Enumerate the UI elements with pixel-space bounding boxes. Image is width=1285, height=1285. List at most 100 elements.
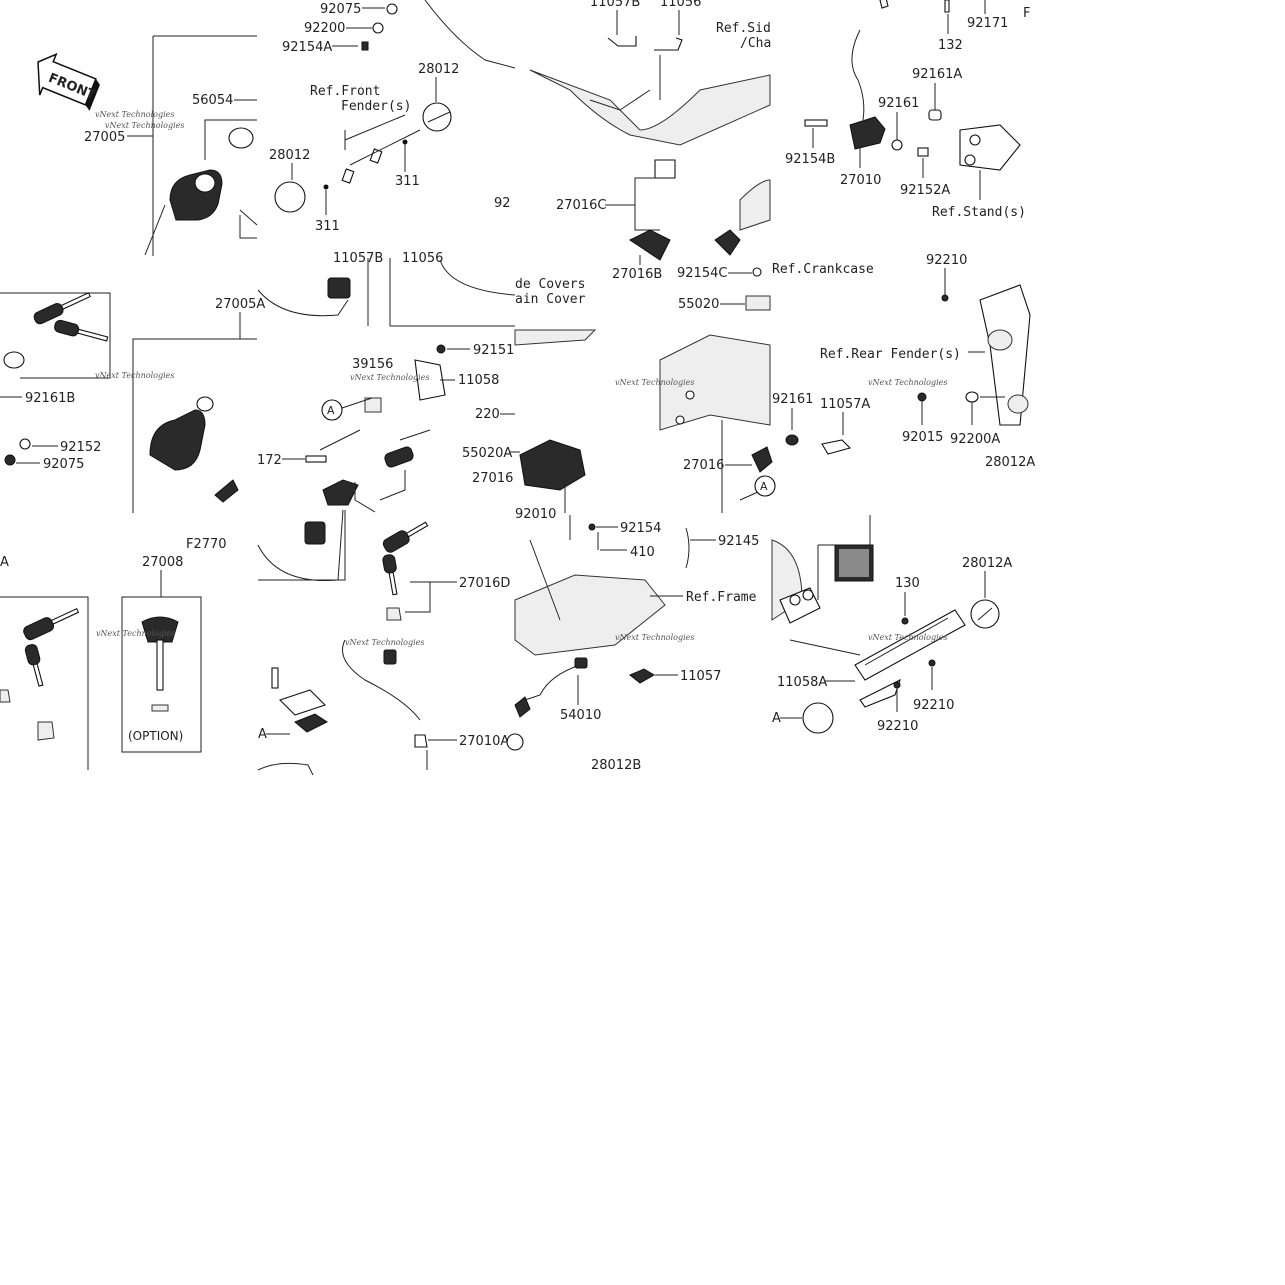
part-label: 28012: [418, 62, 459, 77]
reflector-icon: [422, 102, 452, 132]
watermark: vNext Technologies: [345, 638, 424, 647]
part-label: 92200A: [950, 432, 1000, 447]
side-cover-icon: [529, 69, 771, 146]
part-label: 27010A: [459, 734, 509, 749]
part-label: 28012A: [962, 556, 1012, 571]
part-label: 11057B: [333, 251, 383, 266]
part-label: 55020A: [462, 446, 512, 461]
frame-icon: [514, 574, 666, 656]
part-label: 92154: [620, 521, 661, 536]
part-label: 92152A: [900, 183, 950, 198]
part-label: 92: [494, 196, 511, 211]
reflector-icon: [274, 181, 306, 213]
tile-front-reflector: 92075 92200 92154A Ref.Front 28012 311 2…: [269, 0, 516, 234]
part-label: 311: [315, 219, 340, 234]
tile-rear-fender: 92210 Ref.Rear Fender(s) 92161 11057A 92…: [772, 253, 1035, 470]
part-label: 11057B: [590, 0, 640, 10]
part-label: 56054: [192, 93, 233, 108]
watermark: vNext Technologies: [615, 378, 694, 387]
part-label: 92010: [515, 507, 556, 522]
reference-note-continued: /Cha: [740, 36, 771, 51]
part-label: 92154B: [785, 152, 835, 167]
connector-icon: [327, 277, 351, 299]
frame-icon: [659, 334, 771, 431]
part-label: A: [258, 727, 267, 742]
bracket-icon: [414, 359, 446, 401]
front-arrow-icon: FRONT: [37, 52, 100, 111]
reference-note: Ref.Frame: [686, 590, 757, 605]
cap-icon: [228, 127, 254, 149]
reference-note: Ref.Sid: [716, 21, 771, 36]
plate-bracket-icon: [854, 609, 966, 681]
lock-icon: [629, 229, 671, 261]
watermark: vNext Technologies: [96, 629, 175, 638]
callout-letter: A: [327, 404, 335, 417]
key-blank-icon: [141, 616, 179, 712]
part-label: 11056: [660, 0, 701, 10]
key-icon: [23, 607, 80, 641]
part-label: 92200: [304, 21, 345, 36]
part-label: 172: [257, 453, 282, 468]
tile-stand-switch: 132 92171 F 92161A 92161 92154B 27010 92…: [785, 0, 1030, 220]
part-label: 27016B: [612, 267, 662, 282]
part-label: 27005A: [215, 297, 265, 312]
reference-note: ain Cover: [515, 292, 586, 307]
part-label: 92015: [902, 430, 943, 445]
part-label: 27010: [840, 173, 881, 188]
option-note: (OPTION): [128, 729, 183, 743]
callout-circle: [506, 733, 524, 751]
part-label: 54010: [560, 708, 601, 723]
reference-note: de Covers: [515, 277, 585, 292]
part-label: 27016D: [459, 576, 510, 591]
part-label: 11056: [402, 251, 443, 266]
part-label: 28012: [269, 148, 310, 163]
watermark: vNext Technologies: [105, 121, 184, 130]
tile-frame: 92010 92154 410 92145 Ref.Frame 11057 54…: [506, 507, 759, 773]
part-label: 92152: [60, 440, 101, 455]
tile-key-blank: A F2770 27008 (OPTION) vNext Technologie…: [0, 537, 227, 770]
part-label: 27016: [683, 458, 724, 473]
key-icon: [24, 644, 44, 687]
part-label: 92154C: [677, 266, 727, 281]
watermark: vNext Technologies: [615, 633, 694, 642]
part-label: 92154A: [282, 40, 332, 55]
part-label: 55020: [678, 297, 719, 312]
part-label: 11057: [680, 669, 721, 684]
part-label: 27008: [142, 555, 183, 570]
tile-rear-reflector: 130 28012A 11058A 92210 92210 A vNext Te…: [771, 515, 1012, 734]
part-label: 92161A: [912, 67, 962, 82]
part-label: F2770: [186, 537, 227, 552]
watermark: vNext Technologies: [350, 373, 429, 382]
lock-icon: [322, 479, 359, 506]
part-label: 92161: [878, 96, 919, 111]
part-label: 11057A: [820, 397, 870, 412]
reflector-icon: [802, 702, 834, 734]
part-label: 28012A: [985, 455, 1035, 470]
tile-ignition-switch: FRONT 27005 56054 vNext Technologies vNe…: [37, 35, 258, 256]
watermark: vNext Technologies: [868, 633, 947, 642]
part-label: 92075: [43, 457, 84, 472]
watermark: vNext Technologies: [95, 110, 174, 119]
part-label: A: [0, 555, 9, 570]
watermark: vNext Technologies: [95, 371, 174, 380]
part-label: 92145: [718, 534, 759, 549]
key-icon: [382, 521, 429, 553]
callout-circle: [321, 399, 343, 421]
tile-switch-harness: 27016D 27010A A vNext Technologies: [257, 509, 510, 776]
tile-key-set: 92161B 92152 92075 vNext Technologies 27…: [0, 292, 265, 513]
part-label: 92075: [320, 2, 361, 17]
part-label: 11058: [458, 373, 499, 388]
reference-note: Ref.Stand(s): [932, 205, 1026, 220]
part-label: 130: [895, 576, 920, 591]
reference-note: Ref.Front: [310, 84, 380, 99]
callout-letter: A: [760, 480, 768, 493]
reference-note: Ref.Crankcase: [772, 262, 874, 277]
part-label: 92161B: [25, 391, 75, 406]
key-icon: [33, 292, 91, 325]
part-label: 92161: [772, 392, 813, 407]
part-label: 92151: [473, 343, 514, 358]
stand-switch-icon: [849, 116, 886, 150]
part-label: 92210: [926, 253, 967, 268]
tile-side-covers: 11057B 11056 Ref.Sid 27016C 27016B: [529, 0, 771, 282]
part-label: 132: [938, 38, 963, 53]
